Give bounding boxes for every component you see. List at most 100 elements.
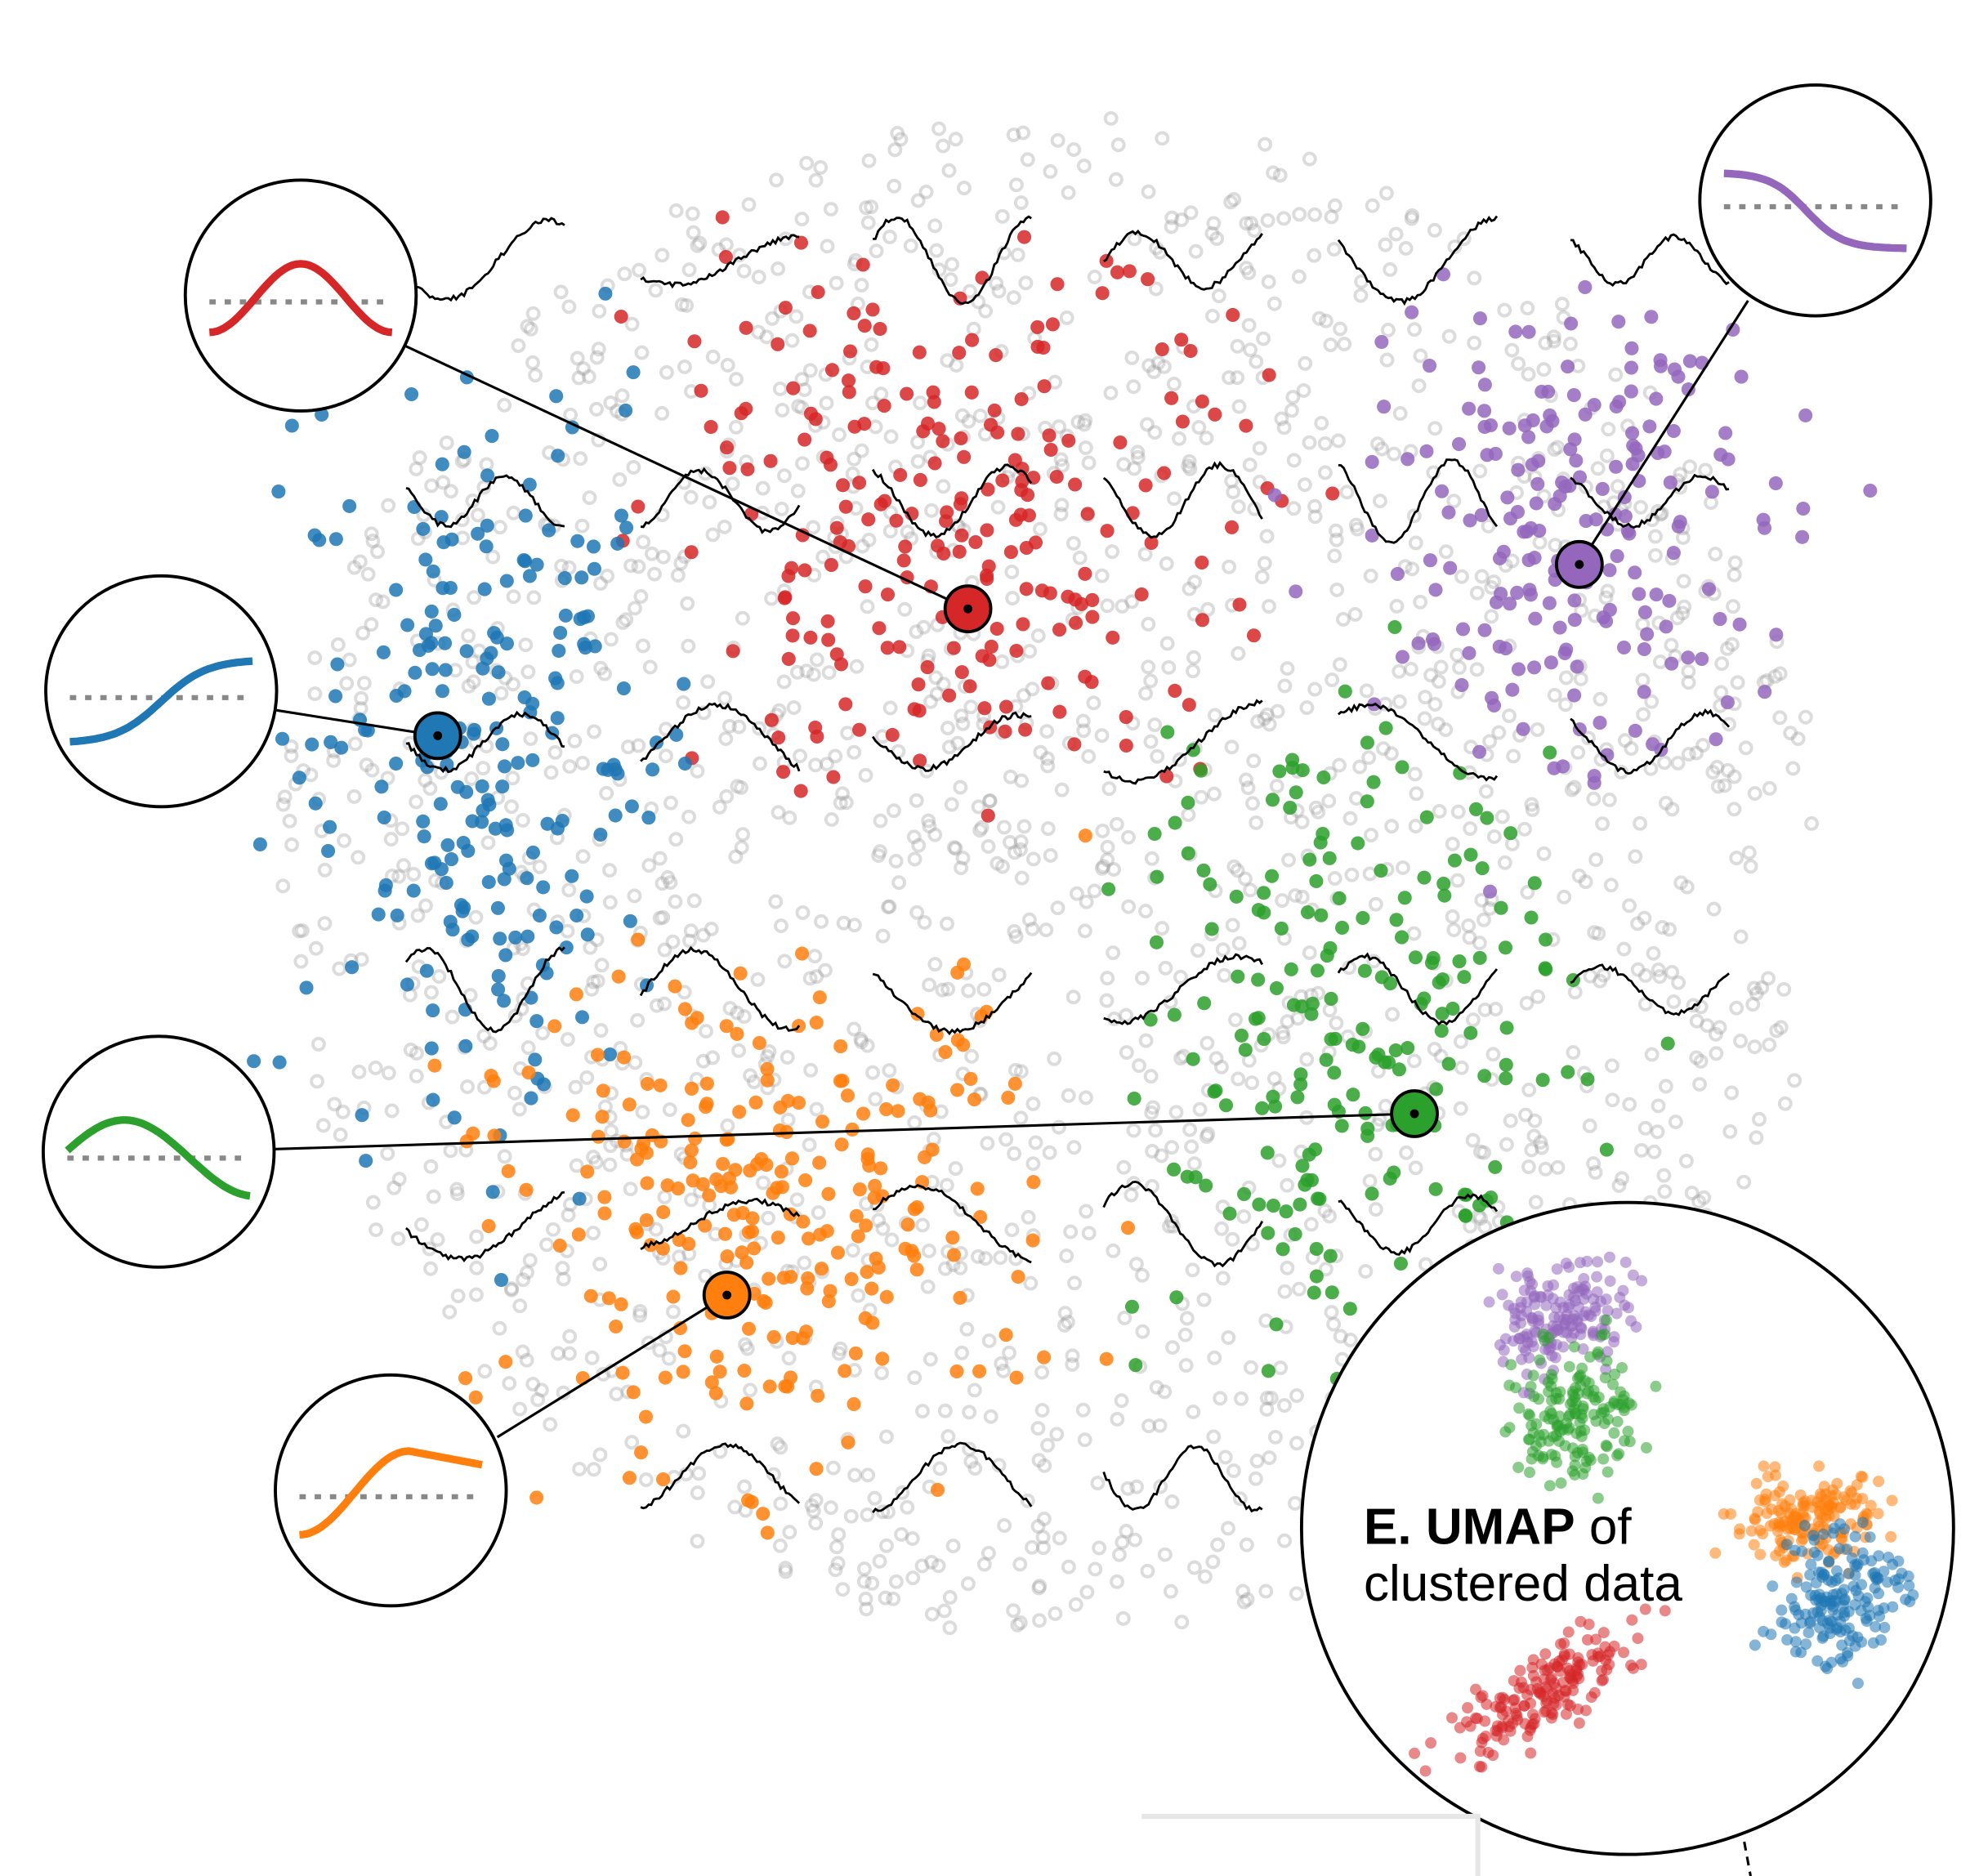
background-point xyxy=(1164,1213,1180,1229)
cluster-point xyxy=(860,1151,875,1166)
cluster-point xyxy=(981,482,995,497)
background-point xyxy=(1183,205,1199,221)
background-point xyxy=(665,934,681,949)
background-point xyxy=(1600,583,1615,599)
cluster-point xyxy=(1307,1285,1321,1300)
cluster-point xyxy=(427,855,442,870)
umap-point xyxy=(1470,1712,1482,1724)
umap-point xyxy=(1529,1713,1541,1725)
cluster-point xyxy=(1143,1012,1158,1027)
background-point xyxy=(612,472,628,487)
background-point xyxy=(875,928,891,944)
background-point xyxy=(860,215,876,230)
cluster-point xyxy=(1657,444,1672,459)
background-point xyxy=(1081,1226,1097,1241)
background-point xyxy=(485,549,501,565)
cluster-point xyxy=(745,1211,760,1226)
cluster-point xyxy=(1625,426,1640,440)
background-point xyxy=(1729,851,1744,865)
background-point xyxy=(861,532,877,547)
cluster-point xyxy=(593,827,608,842)
cluster-point xyxy=(1523,587,1538,602)
cluster-point xyxy=(1517,418,1532,433)
cluster-point xyxy=(1472,950,1487,965)
background-point xyxy=(1249,815,1264,830)
background-point xyxy=(576,361,592,377)
background-point xyxy=(1710,779,1726,794)
background-point xyxy=(1586,1156,1602,1171)
background-point xyxy=(695,927,711,943)
background-point xyxy=(755,480,771,496)
som-curve xyxy=(873,215,1032,305)
cluster-point xyxy=(447,607,462,622)
background-point xyxy=(1669,610,1685,626)
cluster-point xyxy=(1120,1221,1136,1235)
background-point xyxy=(868,1092,883,1107)
background-point xyxy=(1033,521,1048,537)
background-point xyxy=(623,558,639,574)
background-point xyxy=(1527,1113,1543,1128)
cluster-point xyxy=(1335,920,1350,935)
background-point xyxy=(1063,1224,1079,1240)
background-point xyxy=(917,914,932,930)
umap-point xyxy=(1886,1494,1898,1507)
background-point xyxy=(1021,1209,1036,1225)
background-point xyxy=(882,524,898,538)
background-point xyxy=(1242,458,1258,472)
cluster-point xyxy=(879,1289,894,1304)
background-point xyxy=(628,1055,643,1070)
background-point xyxy=(464,771,480,786)
background-point xyxy=(1070,886,1084,901)
background-point xyxy=(882,1063,897,1079)
cluster-point xyxy=(980,523,994,538)
background-point xyxy=(1622,1097,1637,1112)
cluster-point xyxy=(858,579,873,594)
background-point xyxy=(624,316,640,332)
cluster-point xyxy=(558,608,573,623)
cluster-point xyxy=(912,345,927,360)
background-point xyxy=(1322,1208,1337,1224)
umap-point xyxy=(1607,1378,1619,1391)
cluster-point xyxy=(1527,876,1542,891)
cluster-point xyxy=(953,1290,967,1305)
cluster-point xyxy=(1646,737,1660,752)
background-point xyxy=(1566,779,1582,795)
background-point xyxy=(1330,433,1346,449)
profile-curve-orange xyxy=(299,1447,483,1539)
background-point xyxy=(1637,1120,1653,1136)
background-point xyxy=(940,981,956,997)
background-point xyxy=(746,1074,762,1089)
cluster-point xyxy=(1246,628,1262,643)
background-point xyxy=(1106,1243,1121,1258)
background-point xyxy=(351,850,366,865)
background-point xyxy=(811,1205,826,1221)
background-point xyxy=(860,1507,875,1522)
background-point xyxy=(915,1404,930,1418)
cluster-point xyxy=(521,1065,536,1080)
background-point xyxy=(581,368,596,384)
background-point xyxy=(423,1159,439,1174)
background-point xyxy=(1164,219,1179,234)
background-point xyxy=(1494,809,1510,824)
cluster-point xyxy=(638,1409,653,1424)
background-point xyxy=(275,797,291,812)
background-point xyxy=(641,1335,656,1351)
background-point xyxy=(736,263,752,279)
background-point xyxy=(1622,898,1637,913)
cluster-point xyxy=(623,913,637,928)
cluster-point xyxy=(952,346,967,360)
background-point xyxy=(430,1232,445,1247)
cluster-point xyxy=(587,639,602,654)
cluster-point xyxy=(1653,353,1668,368)
cluster-point xyxy=(1517,525,1531,539)
background-point xyxy=(1298,355,1313,371)
background-point xyxy=(307,686,323,701)
cluster-point xyxy=(1138,478,1153,493)
background-point xyxy=(1025,1156,1041,1172)
background-point xyxy=(865,1065,880,1080)
background-point xyxy=(1157,1547,1173,1562)
umap-point xyxy=(1591,1286,1603,1298)
background-point xyxy=(1503,1113,1518,1128)
cluster-point xyxy=(671,1181,686,1196)
background-point xyxy=(858,767,873,783)
